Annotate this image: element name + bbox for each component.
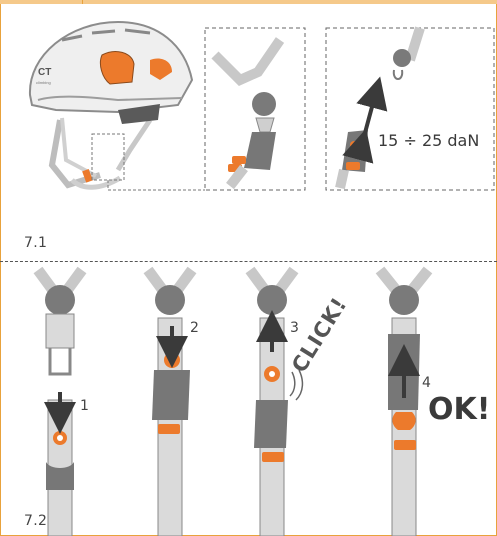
buckle-step-2 (148, 270, 192, 536)
buckle-step-3 (250, 270, 302, 536)
step-number-1: 1 (80, 398, 89, 414)
step-number-4: 4 (422, 375, 431, 391)
step-number-3: 3 (290, 320, 299, 336)
buckle-step-4 (380, 270, 428, 536)
helmet-icon: CT climbing (30, 22, 192, 187)
section-divider (0, 261, 497, 262)
step-number-2: 2 (190, 320, 199, 336)
ok-text: OK! (428, 392, 490, 427)
figure-label-7-2: 7.2 (24, 513, 47, 529)
buckle-step-1 (38, 270, 82, 536)
force-rating: 15 ÷ 25 daN (378, 131, 479, 150)
svg-text:CT: CT (38, 67, 51, 78)
svg-text:climbing: climbing (36, 80, 51, 85)
figure-label-7-1: 7.1 (24, 235, 47, 251)
